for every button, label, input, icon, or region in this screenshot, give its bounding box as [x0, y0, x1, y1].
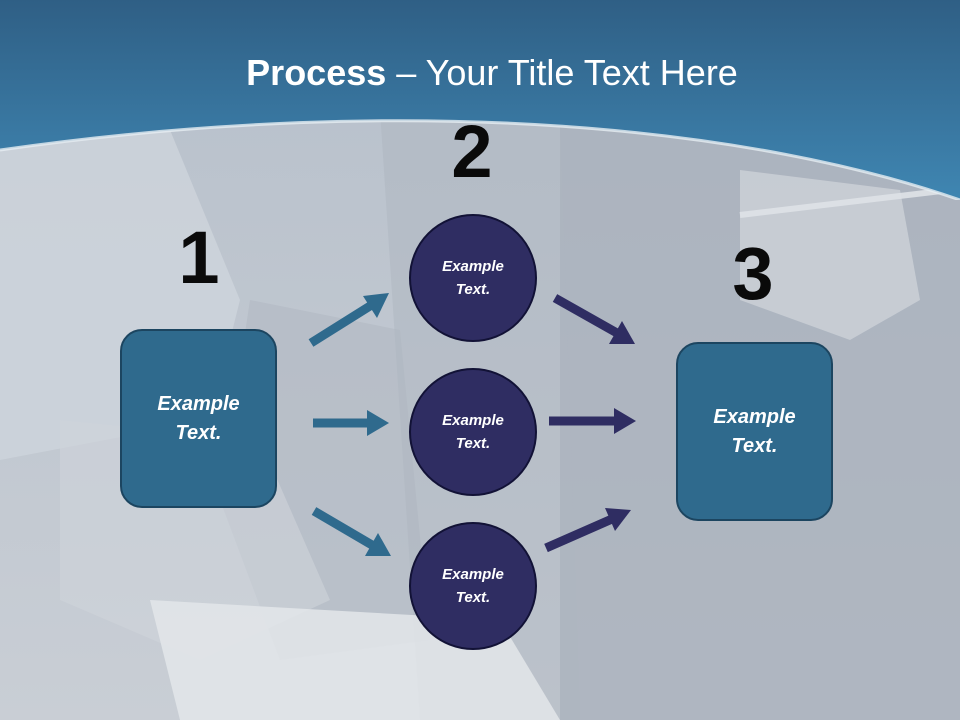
step-number-2: 2 — [451, 110, 493, 193]
process-circle-bottom-text: Example Text. — [442, 566, 504, 606]
process-box-right-text: Example Text. — [713, 405, 796, 457]
arrow-left-to-bottom — [311, 507, 391, 556]
title-rest: – Your Title Text Here — [386, 52, 738, 93]
step-number-3: 3 — [732, 232, 774, 315]
step-number-1: 1 — [178, 216, 220, 299]
process-circle-bottom: Example Text. — [409, 522, 537, 650]
process-circle-middle-text: Example Text. — [442, 412, 504, 452]
arrow-left-to-middle — [313, 410, 389, 436]
title-bold: Process — [246, 52, 387, 93]
arrow-top-to-right — [552, 294, 635, 344]
process-circle-middle: Example Text. — [409, 368, 537, 496]
header-band — [0, 0, 960, 200]
slide-title: Process – Your Title Text Here — [0, 52, 960, 94]
process-box-left-text: Example Text. — [157, 392, 240, 444]
process-circle-top-text: Example Text. — [442, 258, 504, 298]
process-box-left: Example Text. — [120, 329, 277, 508]
process-circle-top: Example Text. — [409, 214, 537, 342]
arrow-middle-to-right — [549, 408, 636, 434]
process-box-right: Example Text. — [676, 342, 833, 521]
arrow-left-to-top — [308, 293, 389, 347]
arrow-bottom-to-right — [544, 508, 631, 553]
